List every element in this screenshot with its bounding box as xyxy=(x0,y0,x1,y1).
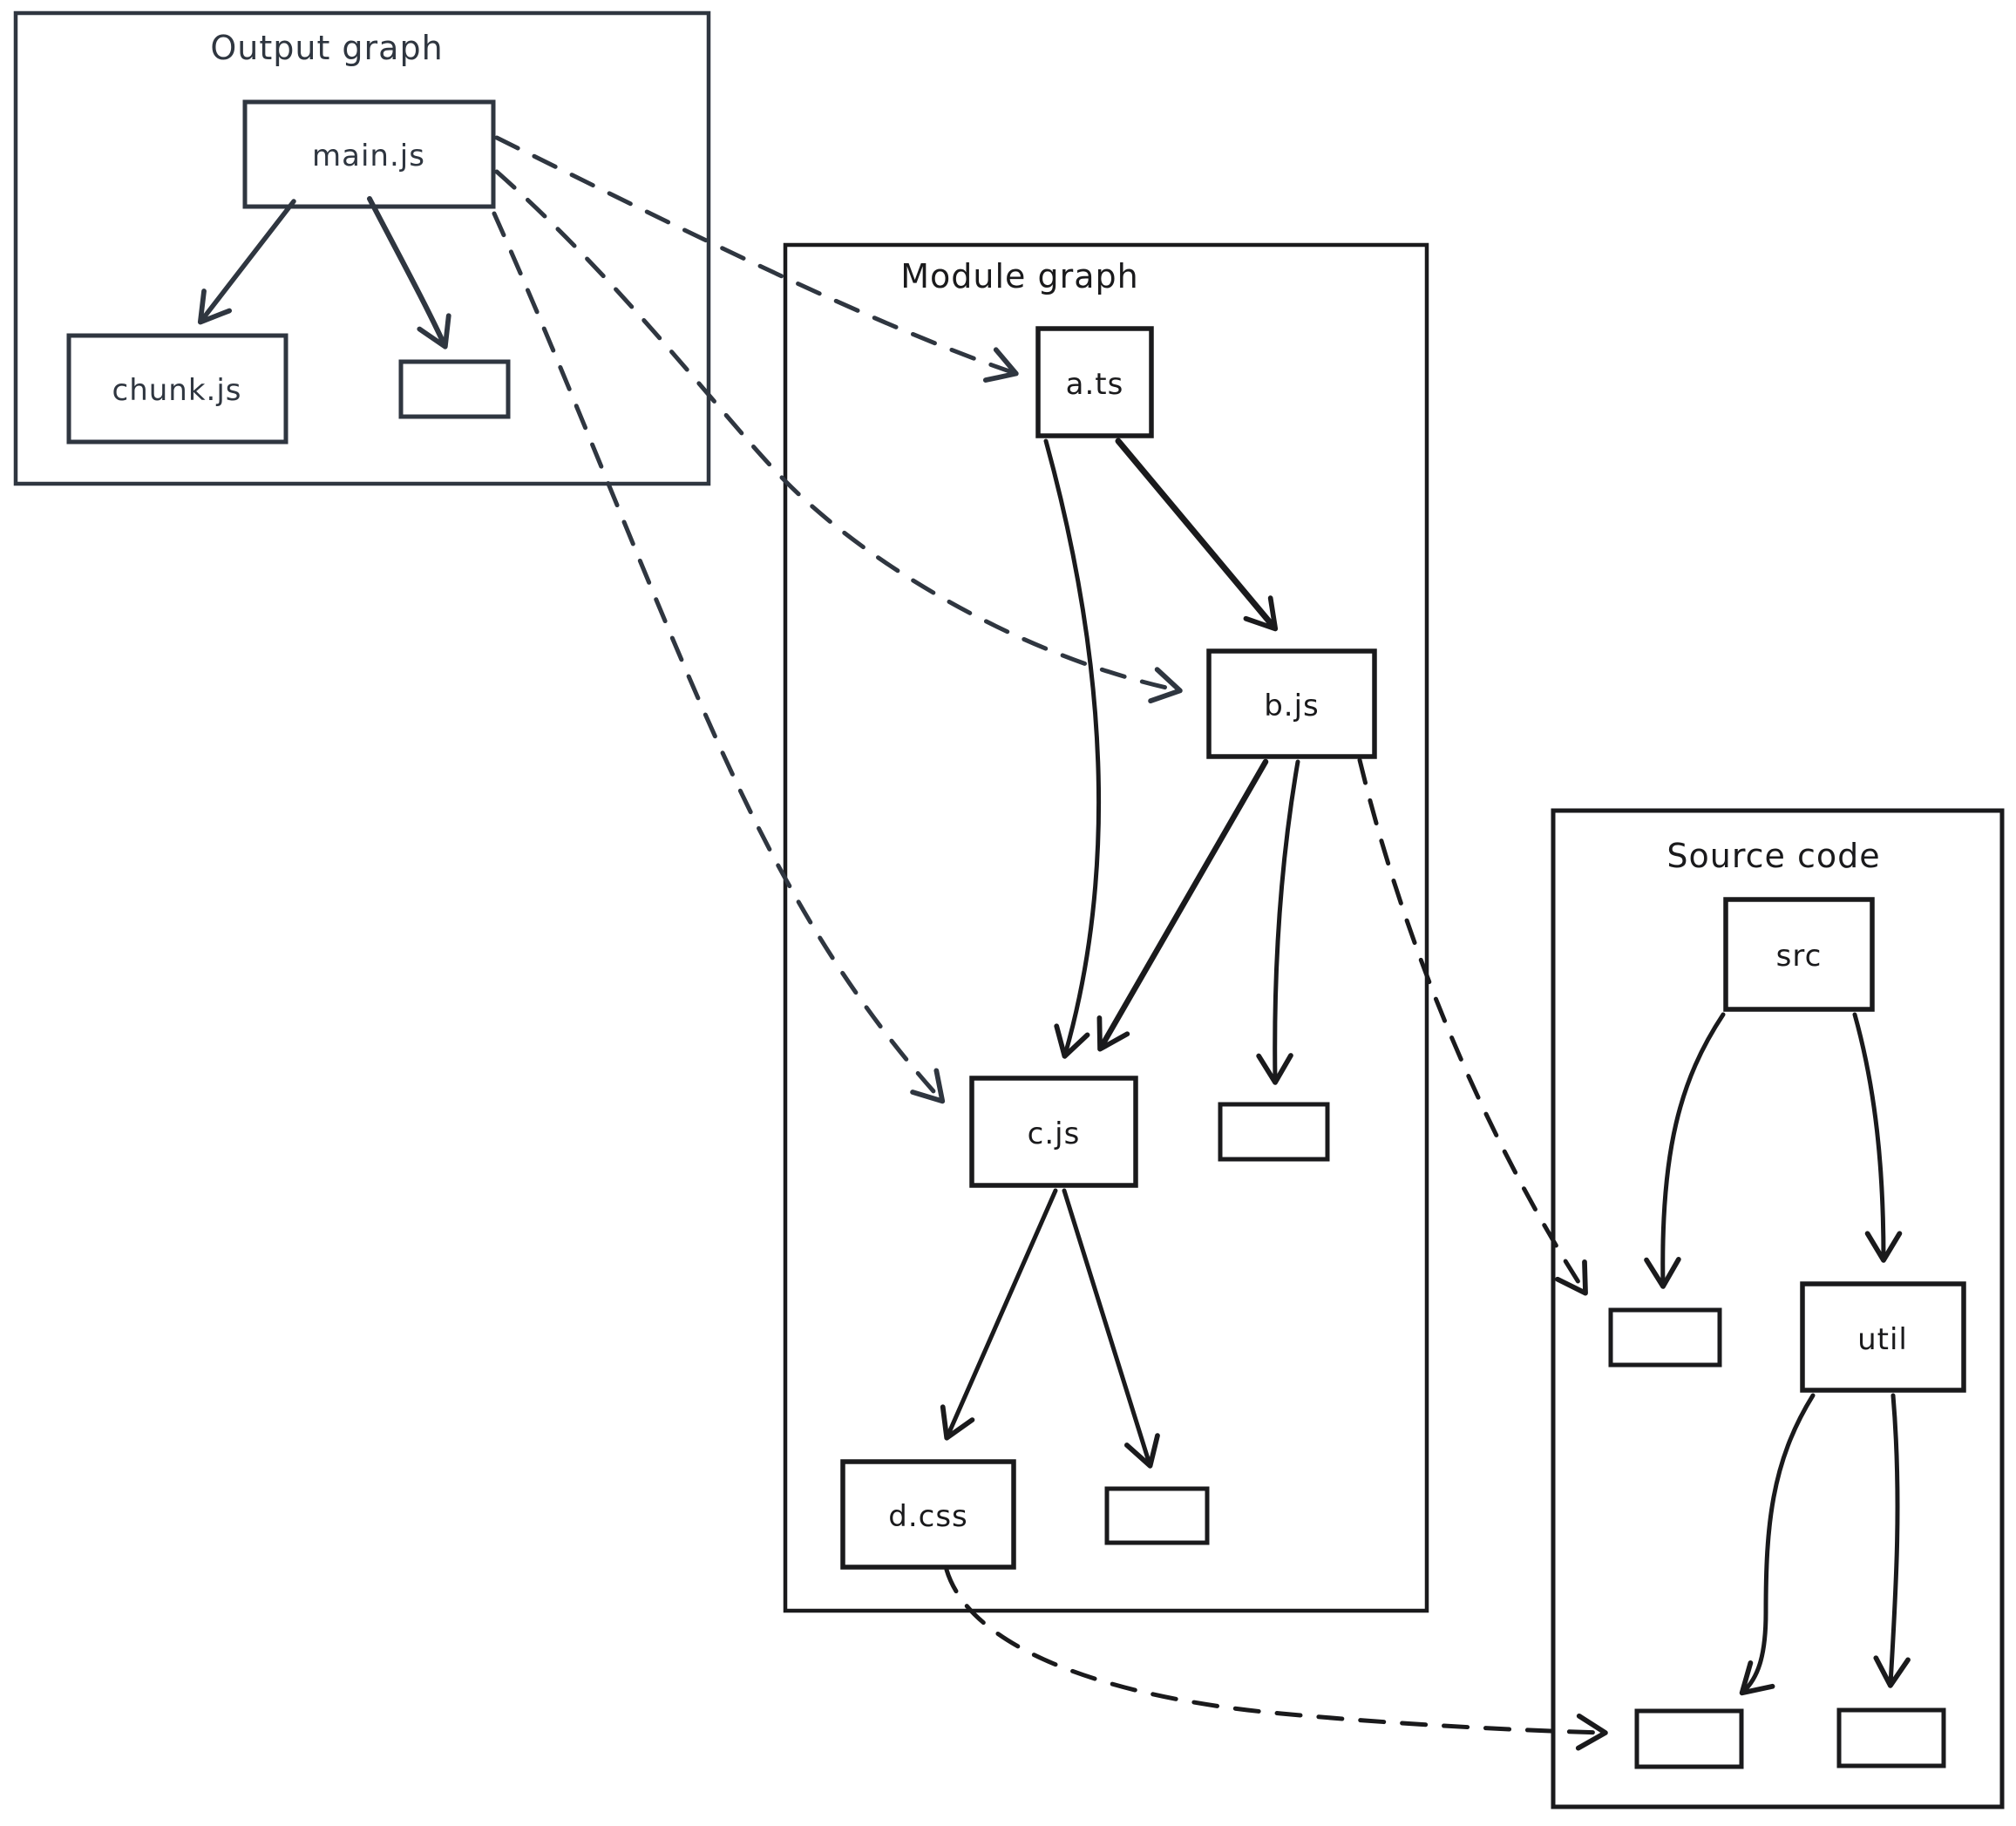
edge-b-js-to-module-box-1 xyxy=(1256,759,1300,1085)
node-a-ts xyxy=(1035,326,1154,438)
node-label-d-css: d.css xyxy=(888,1499,968,1534)
node-output-box-1 xyxy=(398,359,511,419)
frame-source-code xyxy=(1551,808,2005,1809)
edge-src-to-util xyxy=(1852,1012,1903,1263)
edge-c-js-to-d-css xyxy=(940,1188,1058,1441)
edge-b-js-to-c-js xyxy=(1096,758,1269,1052)
node-chunk-js xyxy=(66,333,288,445)
title-output-graph: Output graph xyxy=(210,29,443,67)
node-util xyxy=(1800,1281,1966,1393)
edge-src-to-source-box-1 xyxy=(1644,1012,1726,1289)
node-src xyxy=(1723,897,1875,1012)
dashed-edge-main-js-to-a-ts xyxy=(494,135,1019,383)
node-label-util: util xyxy=(1857,1322,1908,1357)
node-d-css xyxy=(840,1459,1016,1570)
dashed-edge-main-js-to-c-js xyxy=(492,211,946,1104)
node-label-c-js: c.js xyxy=(1028,1117,1081,1151)
edge-util-to-source-box-2 xyxy=(1739,1393,1816,1696)
edge-main-js-to-output-box-1 xyxy=(367,196,451,350)
frame-output-graph xyxy=(13,10,711,486)
node-label-a-ts: a.ts xyxy=(1066,367,1124,402)
edge-main-js-to-chunk-js xyxy=(197,199,296,325)
group-source-code: Source code src util xyxy=(1551,808,2005,1809)
title-source-code: Source code xyxy=(1666,837,1880,875)
node-main-js xyxy=(242,99,496,209)
dashed-edge-b-js-to-source-box-1 xyxy=(1357,757,1588,1296)
node-label-main-js: main.js xyxy=(312,139,425,173)
node-b-js xyxy=(1206,648,1377,759)
edge-c-js-to-module-box-2 xyxy=(1062,1188,1160,1469)
title-module-graph: Module graph xyxy=(900,257,1139,295)
node-source-box-3 xyxy=(1836,1707,1946,1768)
edge-util-to-source-box-3 xyxy=(1873,1393,1911,1688)
node-source-box-1 xyxy=(1608,1307,1722,1368)
frame-module-graph xyxy=(783,242,1429,1613)
node-source-box-2 xyxy=(1634,1708,1744,1769)
node-label-chunk-js: chunk.js xyxy=(112,373,242,408)
edge-a-ts-to-c-js xyxy=(1043,438,1102,1059)
group-module-graph: Module graph a.ts b.js c.js d.css xyxy=(783,242,1429,1613)
node-label-b-js: b.js xyxy=(1264,689,1320,723)
dashed-edge-d-css-to-source-box-2 xyxy=(944,1567,1608,1751)
node-c-js xyxy=(969,1076,1138,1188)
group-output-graph: Output graph main.js chunk.js xyxy=(13,10,711,486)
group-dashed-edges xyxy=(492,135,1608,1751)
edge-a-ts-to-b-js xyxy=(1115,438,1279,632)
node-module-box-1 xyxy=(1218,1102,1330,1162)
node-module-box-2 xyxy=(1104,1486,1210,1545)
dashed-edge-main-js-to-b-js xyxy=(494,169,1183,703)
node-label-src: src xyxy=(1776,939,1823,974)
